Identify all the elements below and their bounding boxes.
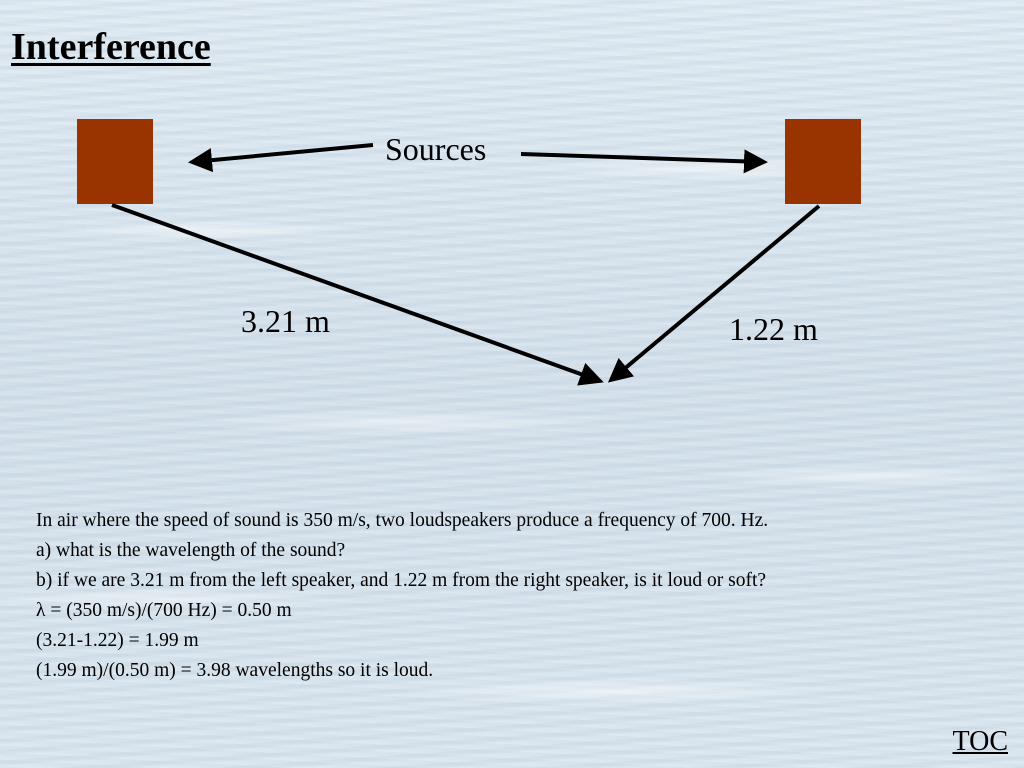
right-speaker-source xyxy=(785,119,861,204)
wavelength-solution: λ = (350 m/s)/(700 Hz) = 0.50 m xyxy=(36,600,292,621)
toc-link[interactable]: TOC xyxy=(952,726,1009,757)
left-path-arrow xyxy=(111,203,604,386)
sources-arrow-right xyxy=(520,149,768,174)
sources-label: Sources xyxy=(385,131,487,167)
left-distance-label: 3.21 m xyxy=(241,303,330,339)
question-b: b) if we are 3.21 m from the left speake… xyxy=(36,570,767,591)
path-difference-solution: (3.21-1.22) = 1.99 m xyxy=(36,630,199,651)
right-distance-label: 1.22 m xyxy=(729,311,818,347)
sources-arrow-left xyxy=(188,143,374,173)
right-path-arrow xyxy=(607,204,821,383)
problem-text: In air where the speed of sound is 350 m… xyxy=(36,506,1011,686)
slide-title: Interference xyxy=(11,26,211,68)
conclusion-solution: (1.99 m)/(0.50 m) = 3.98 wavelengths so … xyxy=(36,660,434,681)
problem-statement: In air where the speed of sound is 350 m… xyxy=(36,510,769,531)
left-speaker-source xyxy=(77,119,153,204)
question-a: a) what is the wavelength of the sound? xyxy=(36,540,346,561)
